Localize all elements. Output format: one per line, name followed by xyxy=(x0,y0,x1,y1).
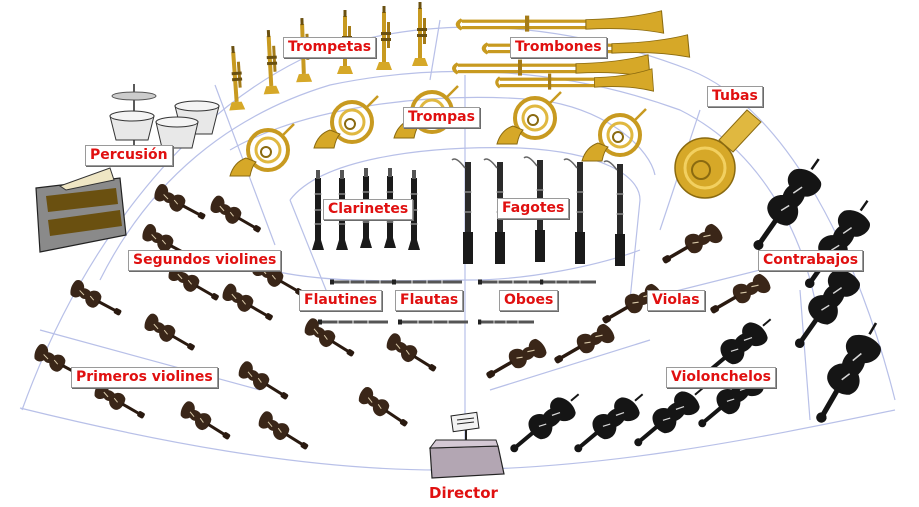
third-arc xyxy=(229,96,656,176)
label-trombones: Trombones xyxy=(510,37,607,58)
bassoon-icon xyxy=(451,158,474,265)
label-percusion: Percusión xyxy=(85,145,173,166)
flute-icon xyxy=(539,279,597,285)
conductor-podium xyxy=(428,411,505,479)
trumpet-icon xyxy=(412,2,428,66)
trombone-icon xyxy=(452,52,652,80)
french-horn-icon xyxy=(495,90,563,146)
label-director: Director xyxy=(429,484,498,502)
label-flautines: Flautines xyxy=(299,290,383,311)
violin-icon xyxy=(66,277,126,322)
violin-icon xyxy=(354,384,413,433)
divider-left-3 xyxy=(39,329,261,391)
outer-arc xyxy=(21,26,896,411)
horn-section xyxy=(228,84,648,178)
percussion-section xyxy=(35,84,220,253)
divider-top xyxy=(429,19,441,81)
tuba-icon xyxy=(674,109,762,199)
trumpet-icon xyxy=(224,45,246,111)
timpani-icon xyxy=(109,110,155,141)
divider-right-4 xyxy=(799,289,811,421)
piano-icon xyxy=(35,167,127,253)
podium-icon xyxy=(428,439,505,479)
front-arc xyxy=(269,249,641,282)
cello-icon xyxy=(625,377,713,457)
label-segundos-violines: Segundos violines xyxy=(128,250,282,271)
french-horn-icon xyxy=(312,94,380,150)
tuba-section xyxy=(674,109,762,199)
label-flautas: Flautas xyxy=(395,290,464,311)
trumpet-icon xyxy=(260,29,280,95)
french-horn-icon xyxy=(580,107,648,163)
trumpet-icon xyxy=(376,6,392,70)
violin-icon xyxy=(140,311,200,357)
violin-icon xyxy=(176,398,236,446)
divider-right-5 xyxy=(489,339,651,391)
label-oboes: Oboes xyxy=(499,290,559,311)
violin-icon xyxy=(382,330,442,378)
timpani-icon xyxy=(155,116,199,149)
music-stand-icon xyxy=(450,411,480,448)
violin-icon xyxy=(254,408,314,456)
flute-icon xyxy=(477,319,535,325)
violin-icon xyxy=(150,181,210,226)
violin-icon xyxy=(657,219,726,272)
flute-icon xyxy=(317,319,389,325)
divider-right-2 xyxy=(629,199,641,301)
violin-icon xyxy=(206,193,266,239)
violin-icon xyxy=(481,334,550,387)
label-violas: Violas xyxy=(647,290,705,311)
label-fagotes: Fagotes xyxy=(497,198,570,219)
label-trompetas: Trompetas xyxy=(283,37,377,58)
label-tubas: Tubas xyxy=(707,86,763,107)
cello-icon xyxy=(565,383,653,463)
label-primeros-violines: Primeros violines xyxy=(71,367,218,388)
flute-icon xyxy=(477,279,549,285)
violin-icon xyxy=(549,319,618,372)
trombone-icon xyxy=(458,11,664,33)
label-violonchelos: Violonchelos xyxy=(666,367,776,388)
double-bass-icon xyxy=(803,313,894,433)
violin-icon xyxy=(218,281,278,327)
inner-arc xyxy=(289,147,641,201)
label-contrabajos: Contrabajos xyxy=(758,250,864,271)
label-clarinetes: Clarinetes xyxy=(323,199,414,220)
flute-icon xyxy=(397,319,469,325)
label-trompas: Trompas xyxy=(403,107,480,128)
violin-icon xyxy=(234,358,294,406)
bassoon-icon xyxy=(603,160,626,267)
violin-icon xyxy=(705,269,774,322)
divider-left-2 xyxy=(289,199,331,301)
